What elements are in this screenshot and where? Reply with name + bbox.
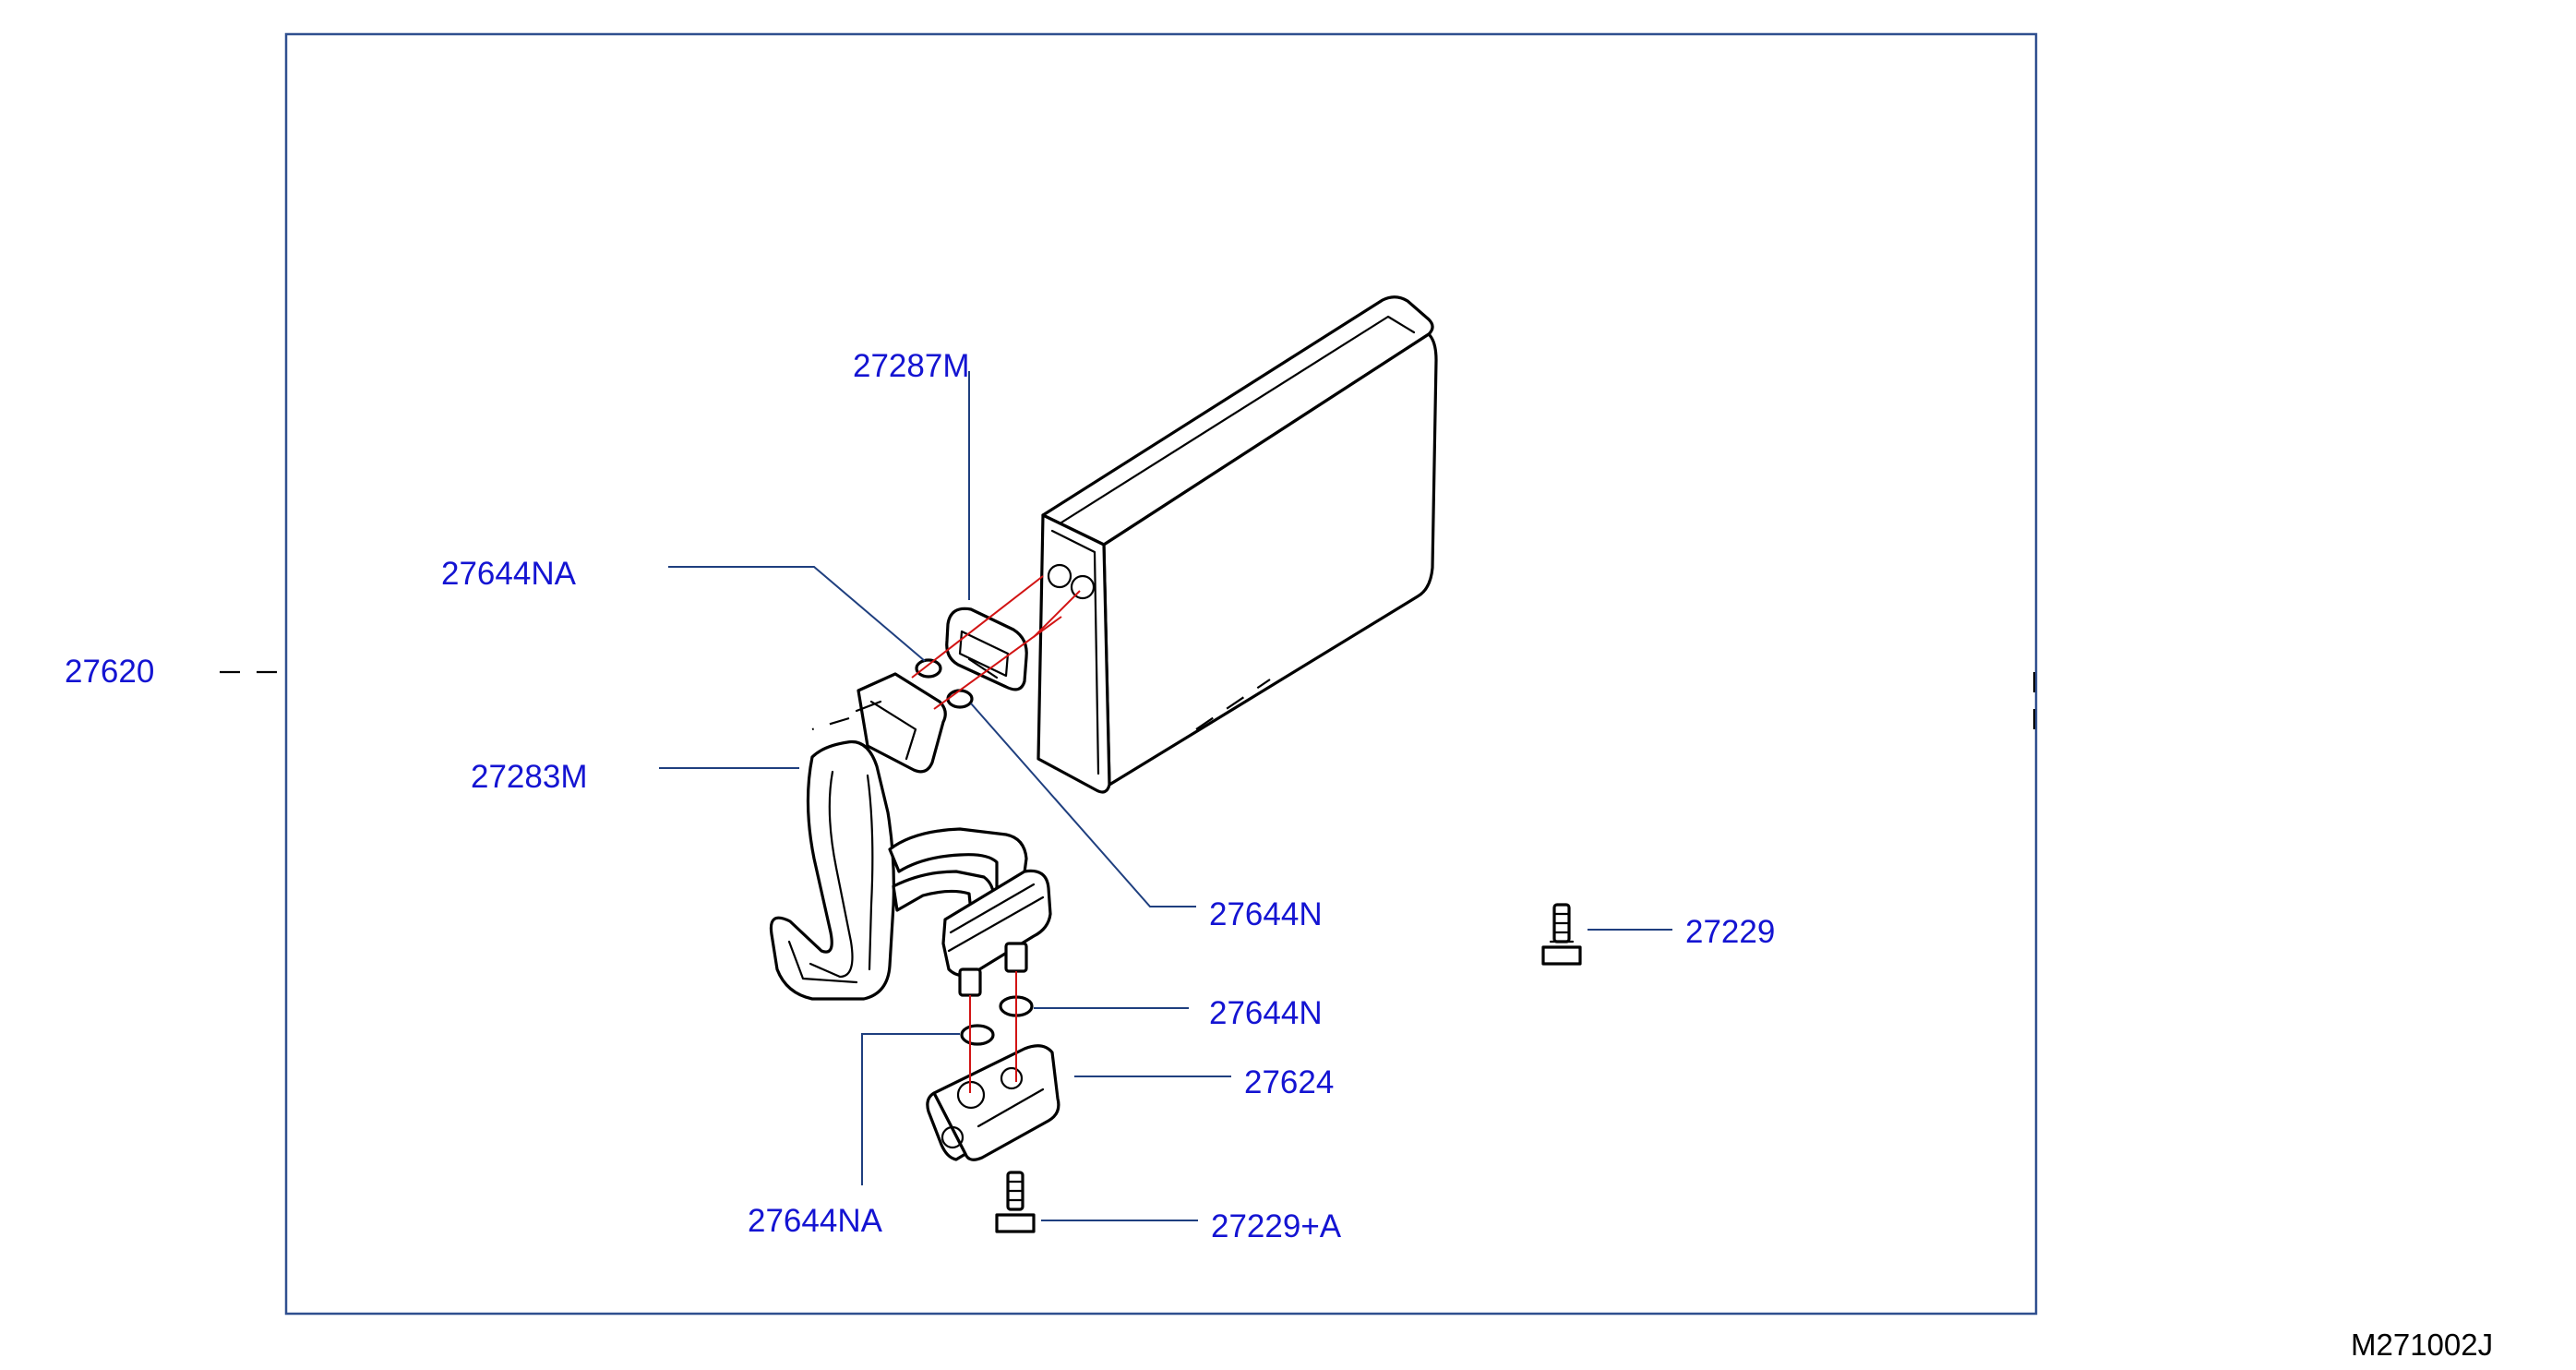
pipe-assembly	[769, 672, 1052, 1001]
callout-expansion-valve[interactable]: 27624	[1244, 1064, 1334, 1100]
callout-o-ring-upper[interactable]: 27644NA	[441, 556, 577, 592]
callout-evaporator-bracket[interactable]: 27287M	[853, 348, 969, 384]
callout-evaporator-assy[interactable]: 27620	[65, 654, 154, 690]
pipe-flange-block	[945, 607, 1028, 691]
bolt-right-icon	[1541, 903, 1582, 966]
leader-o-ring-middle	[970, 703, 1196, 907]
o-ring-middle-upper	[946, 689, 974, 709]
callout-o-ring-middle[interactable]: 27644N	[1209, 896, 1323, 932]
o-ring-upper	[915, 658, 942, 679]
drawing-id: M271002J	[2351, 1328, 2493, 1362]
callout-bolt-right[interactable]: 27229	[1685, 914, 1775, 950]
diagram-frame	[284, 32, 2038, 1316]
callout-o-ring-lower[interactable]: 27644N	[1209, 995, 1323, 1031]
expansion-valve	[926, 1044, 1060, 1161]
callout-bolt-bottom[interactable]: 27229+A	[1211, 1208, 1342, 1244]
callout-pipe-assy[interactable]: 27283M	[471, 759, 587, 795]
bolt-bottom-icon	[995, 1171, 1036, 1233]
leader-lines	[659, 371, 1672, 1221]
leader-o-ring-bottom	[861, 1033, 960, 1185]
assembly-lines	[911, 575, 1081, 1093]
evaporator-core	[1036, 295, 1438, 794]
callout-o-ring-bottom[interactable]: 27644NA	[748, 1203, 883, 1239]
leader-o-ring-upper	[668, 566, 926, 662]
phantom-lines	[220, 670, 2036, 739]
callout-labels: 27287M 27644NA 27620 27283M 27644N 27229…	[65, 348, 1775, 1244]
o-ring-bottom	[960, 1024, 995, 1046]
